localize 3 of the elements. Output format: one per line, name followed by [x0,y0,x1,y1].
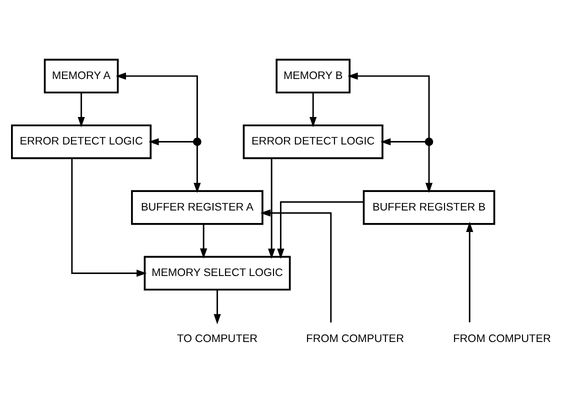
node-text: TO COMPUTER [176,332,258,344]
node-text: FROM COMPUTER [453,332,551,344]
node-text: FROM COMPUTER [306,332,404,344]
